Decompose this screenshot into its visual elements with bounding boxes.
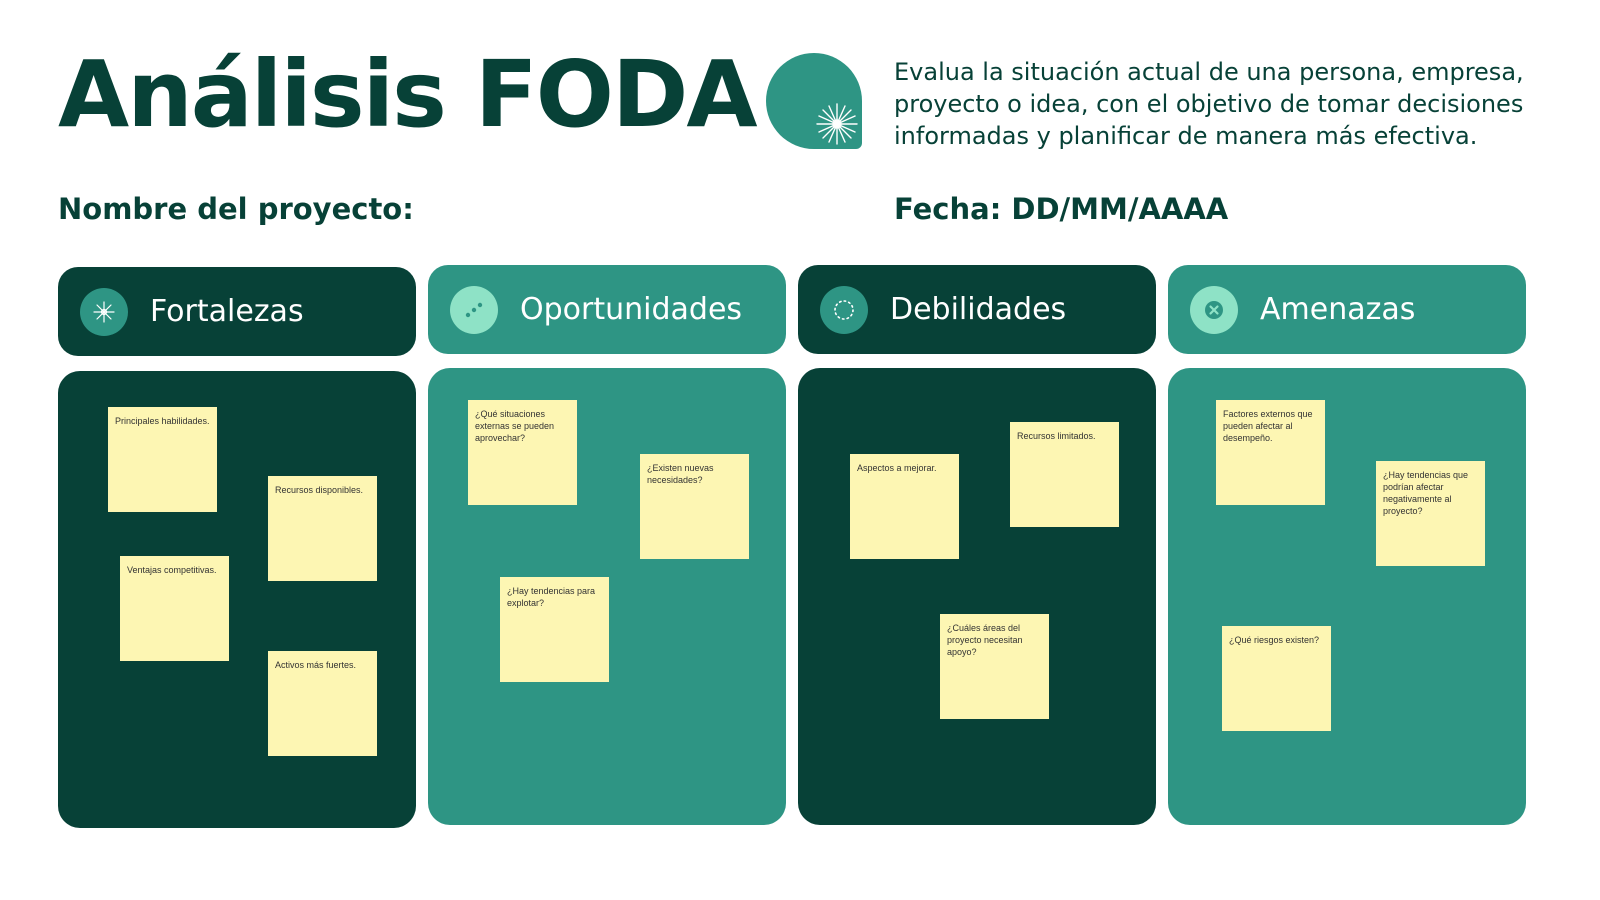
sticky-note[interactable]: Principales habilidades. <box>108 407 217 512</box>
sticky-note[interactable]: ¿Existen nuevas necesidades? <box>640 454 749 559</box>
sparkle-icon <box>816 103 858 145</box>
sticky-note[interactable]: Recursos limitados. <box>1010 422 1119 527</box>
dots-diagonal-icon <box>450 285 498 334</box>
sticky-note[interactable]: Recursos disponibles. <box>268 476 377 581</box>
sticky-note[interactable]: Activos más fuertes. <box>268 651 377 756</box>
column-title: Fortalezas <box>150 294 304 329</box>
column-title: Amenazas <box>1260 292 1416 327</box>
column-header-oportunidades: Oportunidades <box>428 265 786 354</box>
sticky-note[interactable]: ¿Cuáles áreas del proyecto necesitan apo… <box>940 614 1049 719</box>
column-body-amenazas[interactable]: Factores externos que pueden afectar al … <box>1168 368 1526 825</box>
page-title: Análisis FODA <box>58 41 758 148</box>
column-title: Debilidades <box>890 292 1067 327</box>
page-description: Evalua la situación actual de una person… <box>894 58 1524 150</box>
sticky-note[interactable]: Factores externos que pueden afectar al … <box>1216 400 1325 505</box>
column-body-debilidades[interactable]: Aspectos a mejorar. Recursos limitados. … <box>798 368 1156 825</box>
x-circle-icon <box>1190 285 1238 334</box>
sticky-note[interactable]: ¿Hay tendencias para explotar? <box>500 577 609 682</box>
logo <box>766 53 862 149</box>
sticky-note[interactable]: ¿Qué situaciones externas se pueden apro… <box>468 400 577 505</box>
sticky-note[interactable]: ¿Hay tendencias que podrían afectar nega… <box>1376 461 1485 566</box>
sticky-note[interactable]: Aspectos a mejorar. <box>850 454 959 559</box>
column-header-fortalezas: Fortalezas <box>58 267 416 356</box>
column-body-fortalezas[interactable]: Principales habilidades. Recursos dispon… <box>58 371 416 828</box>
column-title: Oportunidades <box>520 292 743 327</box>
sparkle-icon <box>80 287 128 336</box>
column-header-debilidades: Debilidades <box>798 265 1156 354</box>
sticky-note[interactable]: Ventajas competitivas. <box>120 556 229 661</box>
sticky-note[interactable]: ¿Qué riesgos existen? <box>1222 626 1331 731</box>
column-body-oportunidades[interactable]: ¿Qué situaciones externas se pueden apro… <box>428 368 786 825</box>
column-header-amenazas: Amenazas <box>1168 265 1526 354</box>
dotted-circle-icon <box>820 285 868 334</box>
date-label: Fecha: DD/MM/AAAA <box>894 192 1229 226</box>
project-name-label: Nombre del proyecto: <box>58 192 414 226</box>
